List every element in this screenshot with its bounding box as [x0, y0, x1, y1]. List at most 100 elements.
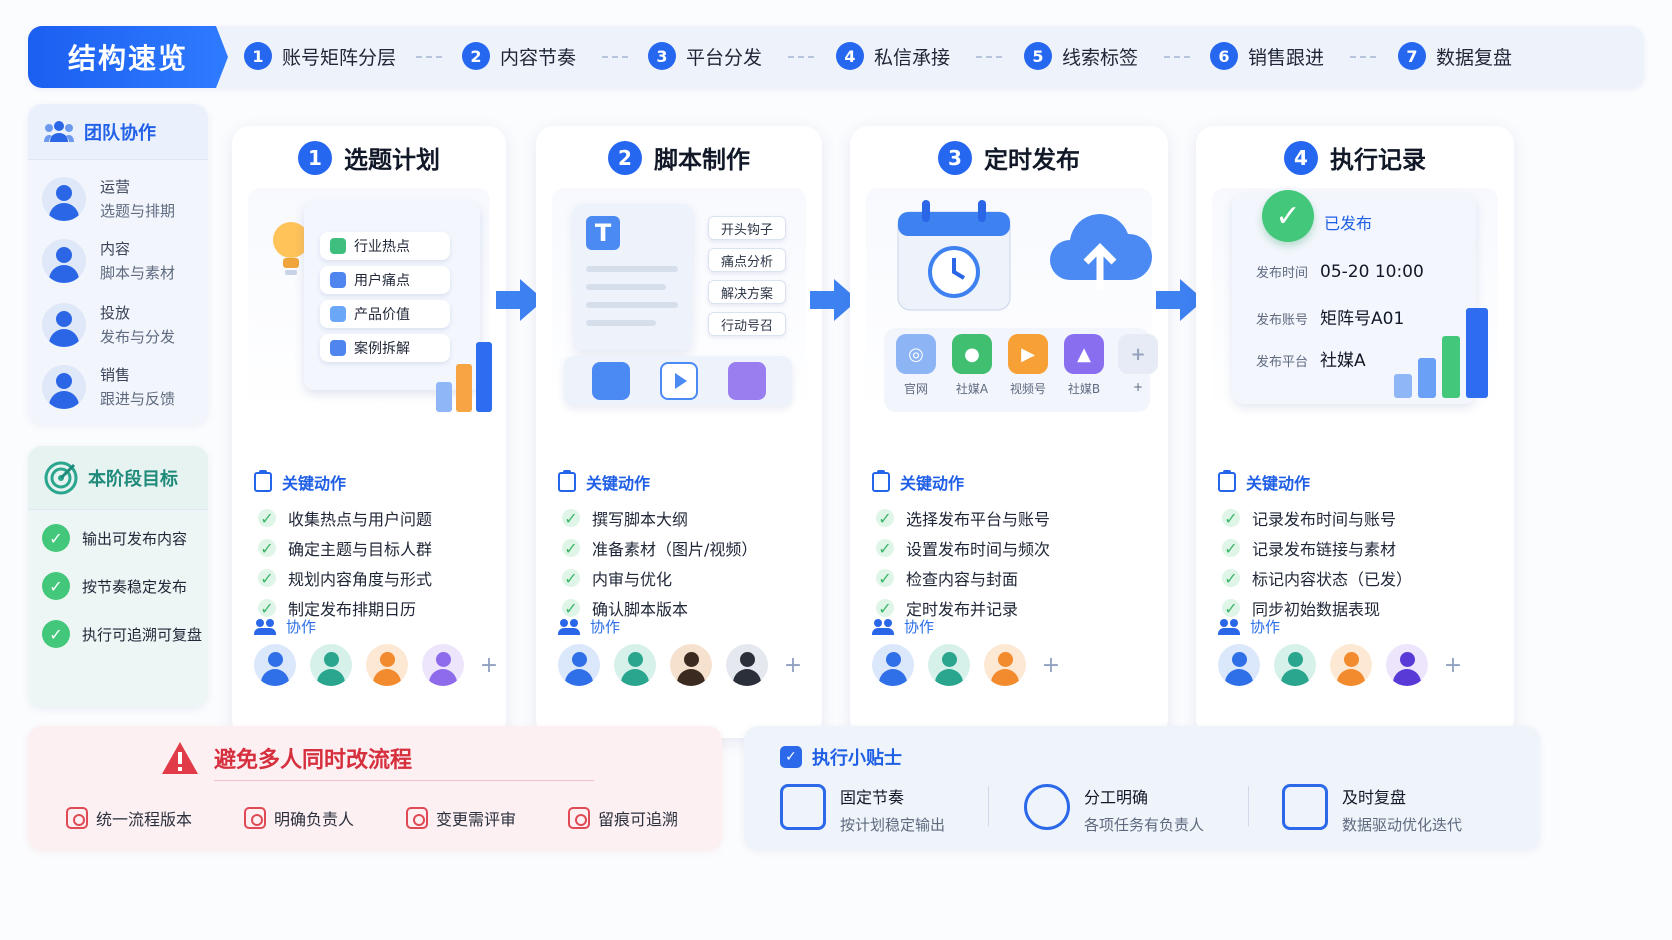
- avatar[interactable]: [872, 644, 914, 686]
- text-line: [586, 284, 666, 290]
- check-icon: ✓: [876, 509, 894, 528]
- record-key: 发布时间: [1256, 266, 1309, 281]
- version-icon: [66, 807, 88, 829]
- goals-panel: 本阶段目标 ✓输出可发布内容 ✓按节奏稳定发布 ✓执行可追溯可复盘: [28, 446, 208, 708]
- pill-label: 案例拆解: [354, 341, 410, 357]
- goals-panel-title: 本阶段目标: [88, 468, 178, 490]
- people-icon: [1218, 618, 1240, 635]
- check-icon: ✓: [258, 599, 276, 618]
- add-collaborator-button[interactable]: +: [783, 652, 803, 678]
- avatar: [42, 176, 86, 221]
- step-connector: [1164, 56, 1190, 58]
- check-icon: ✓: [562, 539, 580, 558]
- play-icon: ▶: [1008, 334, 1048, 374]
- collab-title: 协作: [254, 616, 316, 637]
- check-icon: ✓: [1222, 509, 1240, 528]
- key-actions-title: 关键动作: [1218, 470, 1310, 494]
- collab-title: 协作: [558, 616, 620, 637]
- calendar-clock-icon: [897, 200, 1011, 311]
- step-platform-distribution[interactable]: 3 平台分发: [648, 42, 762, 70]
- tip-title: 固定节奏: [840, 788, 905, 807]
- avatar[interactable]: [422, 644, 464, 686]
- clipboard-icon: [558, 470, 576, 492]
- step-data-review[interactable]: 7 数据复盘: [1398, 42, 1512, 70]
- platform-video[interactable]: ▶ 视频号: [1008, 334, 1048, 397]
- platform-social-a[interactable]: ●社媒A: [952, 334, 992, 397]
- key-actions-label: 关键动作: [586, 474, 651, 493]
- check-icon: ✓: [258, 569, 276, 588]
- file-icon: [728, 362, 766, 400]
- action-item: ✓记录发布链接与素材: [1222, 536, 1396, 560]
- add-collaborator-button[interactable]: +: [1041, 652, 1061, 678]
- action-item: ✓检查内容与封面: [876, 566, 1018, 590]
- avatar[interactable]: [1218, 644, 1260, 686]
- add-collaborator-button[interactable]: +: [479, 652, 499, 678]
- globe-icon: ◎: [896, 334, 936, 374]
- step-label: 销售跟进: [1248, 46, 1325, 69]
- collaborator-avatars: +: [254, 644, 500, 686]
- text-line: [586, 266, 678, 272]
- step-label: 数据复盘: [1436, 46, 1513, 69]
- text-line: [586, 320, 656, 326]
- platform-label: 视频号: [1009, 382, 1046, 396]
- avatar: [42, 302, 86, 347]
- step-connector: [1350, 56, 1376, 58]
- target-icon: [44, 461, 78, 494]
- avatar[interactable]: [670, 644, 712, 686]
- avatar[interactable]: [366, 644, 408, 686]
- step-label: 私信承接: [874, 46, 951, 69]
- avatar[interactable]: [928, 644, 970, 686]
- pill-label: 用户痛点: [354, 273, 410, 289]
- clipboard-icon: [254, 470, 272, 492]
- key-actions-title: 关键动作: [254, 470, 346, 494]
- team-panel-title: 团队协作: [84, 122, 156, 144]
- avatar[interactable]: [254, 644, 296, 686]
- collab-label: 协作: [1250, 618, 1281, 636]
- script-tag: 行动号召: [708, 312, 786, 336]
- avatar[interactable]: [726, 644, 768, 686]
- action-label: 收集热点与用户问题: [288, 510, 433, 529]
- action-label: 定时发布并记录: [906, 600, 1019, 619]
- tip-desc: 数据驱动优化迭代: [1342, 816, 1463, 834]
- goal-label: 输出可发布内容: [82, 529, 188, 548]
- platform-social-b[interactable]: ▲社媒B: [1064, 334, 1104, 397]
- divider: [214, 780, 594, 781]
- warning-label: 留痕可追溯: [598, 810, 679, 829]
- warning-item: 变更需评审: [406, 806, 516, 830]
- avatar[interactable]: [1330, 644, 1372, 686]
- calendar-icon: [780, 784, 826, 830]
- role-content: 内容脚本与素材: [42, 238, 175, 283]
- avatar[interactable]: [614, 644, 656, 686]
- action-label: 确定主题与目标人群: [288, 540, 433, 559]
- check-icon: ✓: [42, 524, 70, 552]
- action-item: ✓选择发布平台与账号: [876, 506, 1050, 530]
- action-label: 记录发布时间与账号: [1252, 510, 1397, 529]
- add-platform-button[interactable]: ++: [1118, 334, 1158, 394]
- step-label: 平台分发: [686, 46, 763, 69]
- step-connector: [416, 56, 442, 58]
- owner-icon: [244, 807, 266, 829]
- add-collaborator-button[interactable]: +: [1443, 652, 1463, 678]
- step-number: 7: [1398, 42, 1426, 70]
- avatar[interactable]: [310, 644, 352, 686]
- avatar[interactable]: [1386, 644, 1428, 686]
- platform-website[interactable]: ◎官网: [896, 334, 936, 397]
- platform-label: 社媒B: [1067, 382, 1101, 396]
- avatar[interactable]: [558, 644, 600, 686]
- avatar[interactable]: [984, 644, 1026, 686]
- review-icon: [406, 807, 428, 829]
- chat-icon: ●: [952, 334, 992, 374]
- step-number: 3: [648, 42, 676, 70]
- media-tray: [564, 356, 792, 406]
- avatar[interactable]: [1274, 644, 1316, 686]
- card-number: 3: [938, 140, 972, 175]
